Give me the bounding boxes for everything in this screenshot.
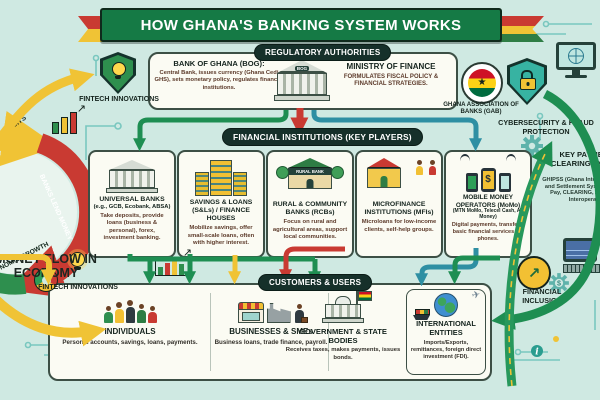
bog-pediment-label: BOG	[294, 66, 310, 71]
green-curve-up	[504, 141, 553, 387]
box-title: RURAL & COMMUNITY BANKS (RCBs)	[272, 201, 348, 217]
yellow-swoosh-bottom	[0, 296, 107, 347]
customer-desc: Imports/Exports, remittances, foreign di…	[410, 339, 482, 360]
gab-label: GHANA ASSOCIATION OF BANKS (GAB)	[443, 101, 519, 116]
box-title: MOBILE MONEY OPERATORS (MoMo)	[455, 194, 521, 209]
wifi-icon	[460, 154, 470, 161]
box-title: UNIVERSAL BANKS	[99, 196, 165, 203]
flag-star: ★	[477, 76, 487, 88]
customer-title: BUSINESSES & SMEs	[229, 327, 313, 336]
globe-icon	[434, 293, 458, 317]
fintech-top-label: FINTECH INNOVATIONS	[79, 96, 159, 103]
svg-text:i: i	[535, 348, 539, 358]
growth-chart-icon: ↗	[155, 247, 192, 276]
people-group-icon	[56, 291, 204, 323]
regulatory-authorities-header: REGULATORY AUTHORITIES	[254, 44, 392, 61]
finance-house-icon	[179, 152, 263, 196]
lightbulb-icon	[112, 62, 126, 79]
mof-title: MINISTRY OF FINANCE	[346, 62, 436, 71]
online-banking-monitor-icon	[556, 42, 596, 78]
box-title: SAVINGS & LOANS (S&Ls) / FINANCE HOUSES	[189, 199, 253, 223]
tree-icon	[276, 166, 289, 179]
box-title: MICROFINANCE INSTITUTIONS (MFIs)	[364, 201, 434, 217]
financial-inclusion-label: FINANCIAL INCLUSION	[522, 287, 562, 305]
businesses-block: BUSINESSES & SMEs Business loans, trade …	[208, 291, 334, 346]
rural-banks-box: RURAL BANK RURAL & COMMUNITY BANKS (RCBs…	[266, 150, 354, 258]
microfinance-icon	[357, 152, 441, 198]
customer-desc: Receives taxes, makes payments, issues b…	[285, 347, 401, 361]
svg-text:$: $	[557, 278, 561, 287]
ship-icon	[413, 309, 430, 320]
payments-desc: GHIPSS (Ghana Interbank Payment and Sett…	[542, 177, 600, 204]
box-desc: Digital payments, transfers, basic finan…	[451, 221, 525, 242]
customers-users-header: CUSTOMERS & USERS	[258, 274, 373, 291]
shop-factory-icon	[208, 291, 334, 323]
globe-screen-icon	[568, 48, 584, 64]
microfinance-box: MICROFINANCE INSTITUTIONS (MFIs) Microlo…	[355, 150, 443, 258]
savings-loans-box: SAVINGS & LOANS (S&Ls) / FINANCE HOUSES …	[177, 150, 265, 258]
bank-building-icon	[90, 152, 174, 193]
rural-bank-icon: RURAL BANK	[268, 152, 352, 198]
info-icon: i	[531, 345, 543, 358]
box-desc: Focus on rural and agricultural areas, s…	[272, 219, 348, 241]
international-box: ✈ INTERNATIONAL ENTITIES Imports/Exports…	[406, 289, 486, 375]
box-subtitle: (e.g., GCB, Ecobank, ABSA)	[93, 204, 171, 211]
government-block: GOVERNMENT & STATE BODIES Receives taxes…	[284, 291, 402, 362]
bog-desc: Central Bank, issues currency (Ghana Ced…	[154, 70, 284, 91]
tree-icon	[331, 166, 344, 179]
box-desc: Mobilize savings, offer small-scale loan…	[187, 225, 255, 247]
ghana-flag-small	[358, 291, 372, 301]
rural-bank-sign: RURAL BANK	[288, 168, 332, 175]
financial-institutions-header: FINANCIAL INSTITUTIONS (KEY PLAYERS)	[222, 128, 423, 146]
dollar-screen: $	[482, 171, 494, 189]
box-desc: Microloans for low-income clients, self-…	[361, 219, 437, 233]
globe-ship-plane-icon: ✈	[407, 289, 485, 320]
bank-of-ghana-block: BANK OF GHANA (BOG): Central Bank, issue…	[152, 59, 286, 92]
wifi-icon	[506, 154, 516, 161]
payments-title: KEY PAYMENT & CLEARING SYSTEMS	[550, 150, 600, 169]
clearing-computer-icon	[563, 238, 600, 273]
mof-desc: FORMULATES FISCAL POLICY & FINANCIAL STR…	[343, 73, 439, 88]
universal-banks-box: UNIVERSAL BANKS (e.g., GCB, Ecobank, ABS…	[88, 150, 176, 258]
green-curve-down	[491, 89, 600, 330]
customer-desc: Business loans, trade finance, payroll.	[214, 338, 328, 346]
customer-desc: Personal accounts, savings, loans, payme…	[62, 338, 198, 346]
briefcase-icon	[300, 317, 308, 323]
ghana-flag-icon: ★	[461, 62, 503, 104]
businessperson-icon	[294, 304, 308, 323]
people-cluster-icon	[415, 160, 437, 180]
ministry-of-finance-block: MINISTRY OF FINANCE FORMULATES FISCAL PO…	[332, 62, 450, 89]
individuals-block: INDIVIDUALS Personal accounts, savings, …	[56, 291, 204, 346]
customer-title: INTERNATIONAL ENTITIES	[416, 319, 476, 337]
mobile-phones-icon: $	[446, 152, 530, 192]
page-title: HOW GHANA'S BANKING SYSTEM WORKS	[100, 8, 502, 42]
box-subtitle: (MTN MoMo, Telecel Cash, AT Money)	[452, 208, 524, 221]
box-desc: Take deposits, provide loans (business &…	[100, 212, 164, 241]
bog-title: BANK OF GHANA (BOG):	[173, 59, 265, 68]
cybersecurity-label: CYBERSECURITY & FRAUD PROTECTION	[498, 118, 594, 136]
fintech-bottom-label: FINTECH INNOVATIONS	[38, 284, 118, 291]
lightbulb-icon	[70, 252, 85, 270]
customer-title: INDIVIDUALS	[104, 327, 156, 336]
customer-title: GOVERNMENT & STATE BODIES	[299, 327, 387, 346]
lock-icon	[520, 70, 536, 90]
financial-inclusion-icon: ↗	[517, 256, 551, 290]
government-building-icon	[284, 291, 402, 323]
yellow-dot	[553, 336, 559, 342]
yellow-curve-to-fintech	[0, 68, 95, 147]
bog-building-icon: BOG	[274, 60, 330, 101]
